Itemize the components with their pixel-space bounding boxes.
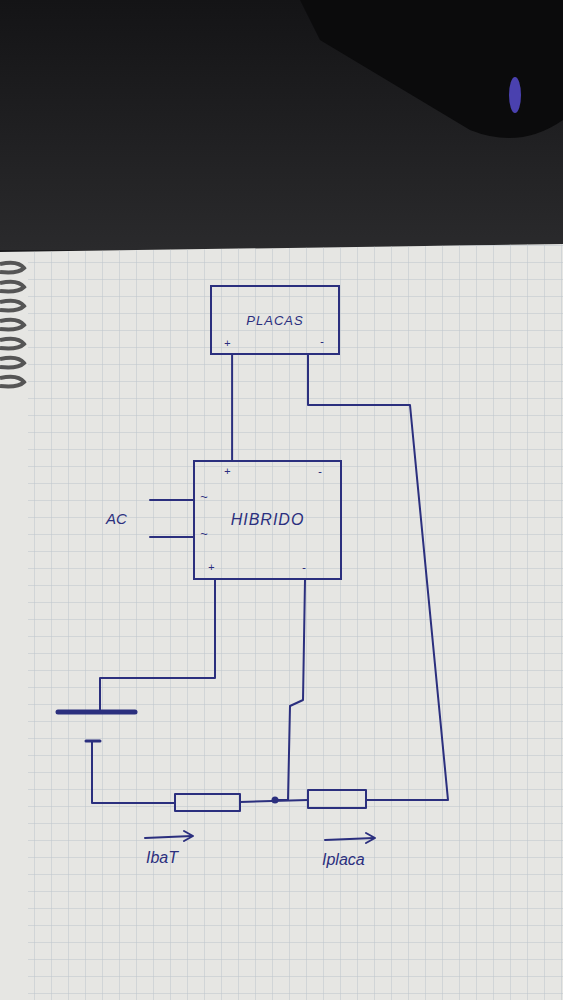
ac-wire — [150, 499, 193, 501]
wire-connector — [231, 355, 233, 460]
spiral-ring — [0, 358, 24, 368]
junction-dot — [272, 797, 279, 804]
wire — [100, 580, 215, 710]
ac-wire — [150, 536, 193, 538]
pin-sign: + — [208, 562, 214, 573]
ac-input-sign: ~ — [200, 490, 208, 503]
pin-sign: - — [320, 336, 324, 347]
spiral-ring — [0, 263, 24, 273]
spiral-ring — [0, 282, 24, 292]
phone — [300, 0, 563, 138]
box-title: HIBRIDO — [231, 511, 305, 529]
pin-sign: + — [224, 466, 230, 477]
phone-light — [509, 77, 521, 113]
ac-input-sign: ~ — [200, 527, 208, 540]
grid — [28, 244, 563, 1000]
resistor-symbol — [175, 794, 240, 811]
wire — [92, 742, 175, 803]
spiral-ring — [0, 377, 24, 387]
spiral-ring — [0, 301, 24, 311]
wire — [275, 580, 305, 800]
current-label: IbaT — [146, 850, 178, 866]
battery-plate — [58, 710, 135, 715]
inverter-box: HIBRIDO — [193, 460, 342, 580]
arrowhead — [366, 833, 375, 843]
arrowhead — [184, 831, 193, 841]
wire — [308, 355, 448, 800]
spiral-ring — [0, 339, 24, 349]
battery-plate — [86, 740, 100, 743]
ac-label: AC — [106, 511, 127, 526]
spiral-ring — [0, 320, 24, 330]
current-arrow — [325, 838, 374, 840]
box-title: PLACAS — [246, 313, 303, 328]
cloth — [0, 0, 563, 250]
pin-sign: - — [318, 466, 322, 477]
pin-sign: + — [224, 338, 230, 349]
paper — [0, 244, 563, 1000]
current-label: Iplaca — [322, 852, 365, 868]
spiral-rings — [0, 263, 24, 387]
resistor-symbol — [308, 790, 366, 808]
pin-sign: - — [302, 562, 306, 573]
current-arrow — [145, 836, 192, 838]
